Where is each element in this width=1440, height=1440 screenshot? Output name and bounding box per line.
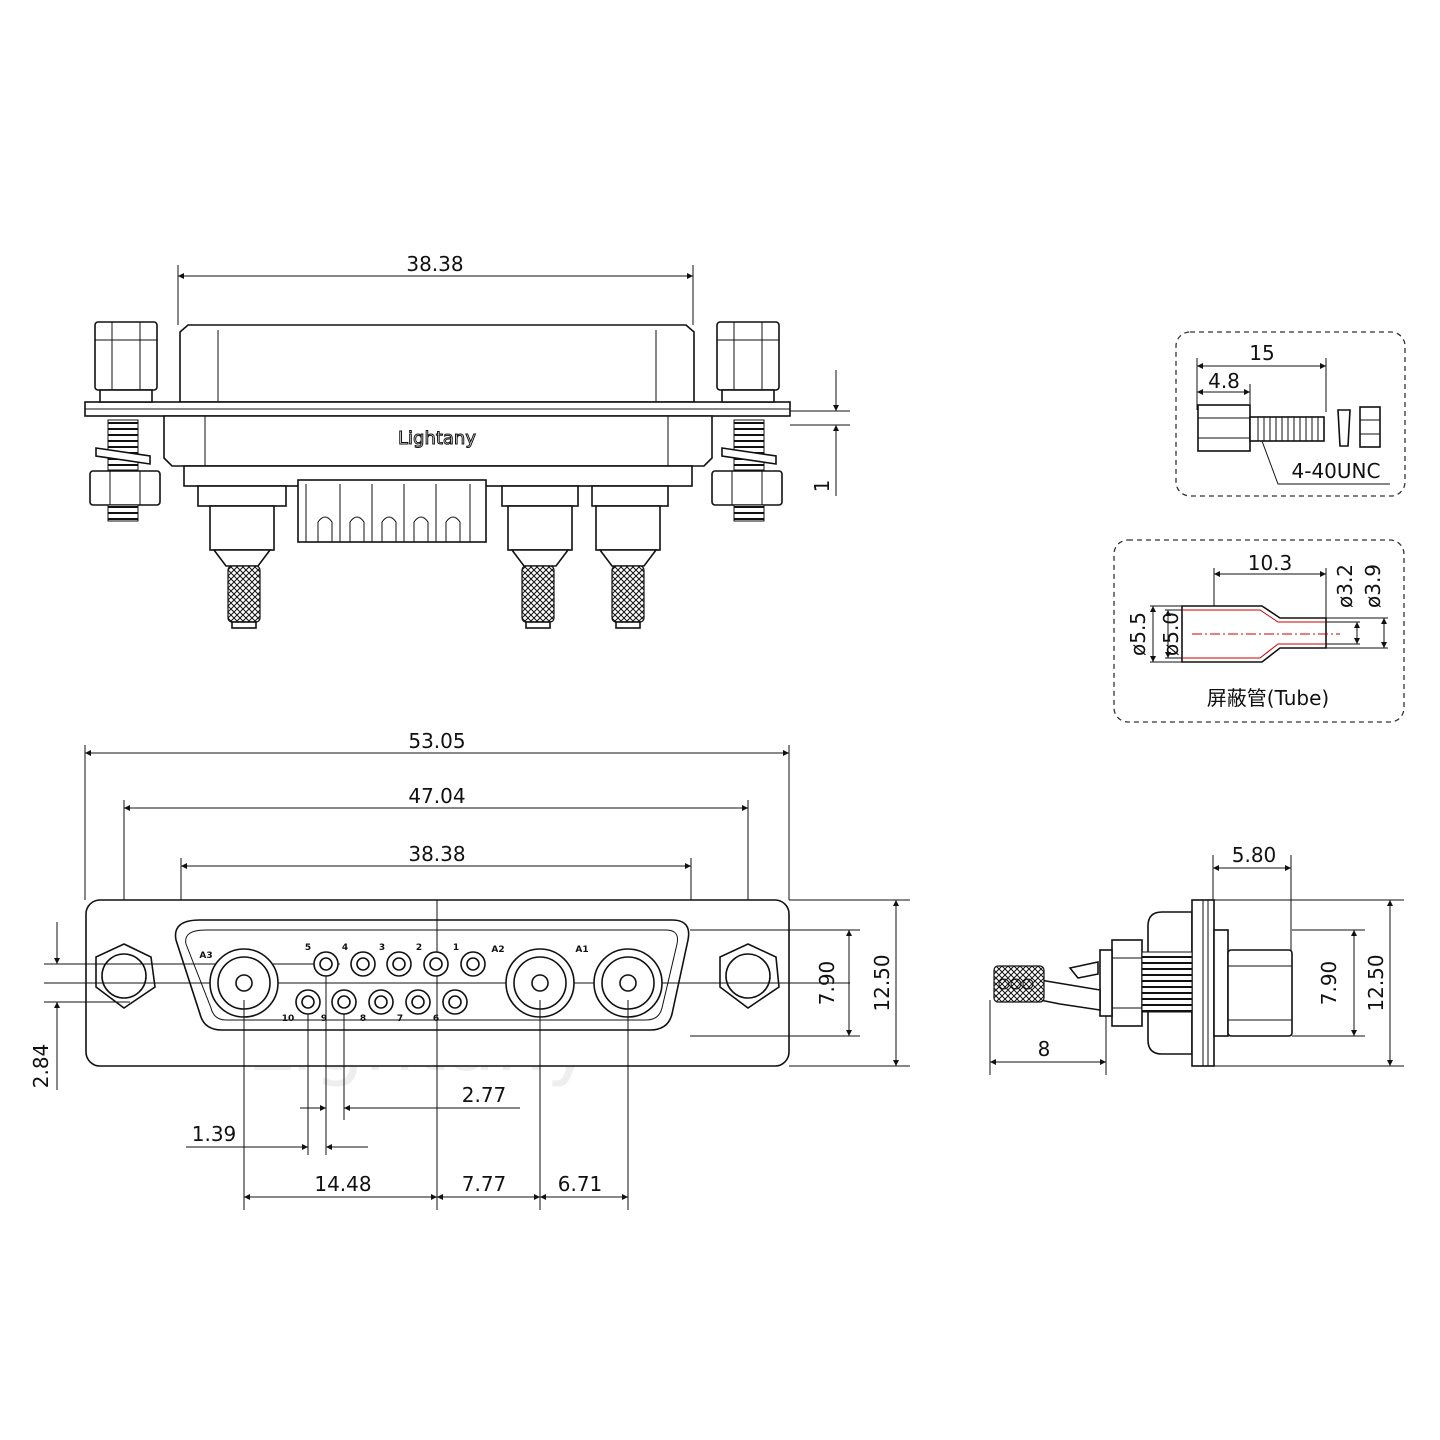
tube-caption: 屏蔽管(Tube)	[1207, 686, 1329, 710]
label-pin-5: 5	[305, 943, 311, 953]
label-a1: A1	[575, 945, 588, 955]
side-overall-height-dim: 12.50	[1364, 954, 1388, 1011]
label-pin-2: 2	[416, 943, 422, 953]
hole-offset-dim: 2.84	[29, 1044, 53, 1089]
screw-head-dim: 4.8	[1208, 369, 1240, 393]
label-pin-3: 3	[379, 943, 385, 953]
signal-pitch-dim: 2.77	[462, 1083, 507, 1107]
tube-outer-small-dim: ø3.9	[1361, 564, 1385, 608]
top-width-dim: 38.38	[406, 252, 463, 276]
coax-contact-a2	[501, 485, 579, 629]
front-view: Lightany 53.05 47.04 38.38	[29, 729, 910, 1210]
center-a2-dim: 7.77	[462, 1172, 507, 1196]
coax-cavity-a1	[593, 948, 663, 1018]
overall-width-dim: 53.05	[408, 729, 465, 753]
top-view: 38.38 Lightany	[84, 252, 850, 629]
pin-length-dim: 8	[1038, 1037, 1051, 1061]
label-pin-4: 4	[342, 943, 348, 953]
flange-thickness-dim: 1	[810, 480, 834, 493]
label-a3: A3	[199, 951, 212, 961]
coax-cavity-a3	[209, 948, 279, 1018]
screw-length-dim: 15	[1249, 341, 1274, 365]
label-pin-9: 9	[321, 1014, 327, 1024]
mount-hole-left	[95, 943, 156, 1009]
row-offset-dim: 1.39	[192, 1122, 237, 1146]
signal-pins	[295, 951, 486, 1015]
screw-detail: 15 4.8 4-40UNC	[1175, 331, 1406, 497]
a3-center-dim: 14.48	[314, 1172, 371, 1196]
tube-outer-large-dim: ø5.5	[1126, 612, 1150, 656]
coax-contact-a3	[197, 485, 287, 629]
tube-inner-large-dim: ø5.0	[1159, 612, 1183, 656]
label-a2: A2	[491, 945, 504, 955]
front-inner-height-dim: 7.90	[815, 961, 839, 1006]
label-pin-8: 8	[360, 1014, 366, 1024]
label-pin-6: 6	[433, 1014, 439, 1024]
tube-detail: 10.3 ø5.5 ø5.0 ø3.2 ø3.9 屏蔽管(Tube)	[1113, 539, 1405, 723]
label-pin-10: 10	[282, 1014, 295, 1024]
coax-contact-a1	[591, 485, 669, 629]
thread-label: 4-40UNC	[1292, 459, 1381, 483]
side-inner-height-dim: 7.90	[1317, 961, 1341, 1006]
tube-length-dim: 10.3	[1248, 551, 1293, 575]
label-pin-1: 1	[453, 943, 459, 953]
hole-spacing-dim: 47.04	[408, 784, 465, 808]
label-pin-7: 7	[397, 1014, 403, 1024]
a2-a1-dim: 6.71	[558, 1172, 603, 1196]
brand-logo: Lightany	[398, 428, 476, 449]
coax-cavity-a2	[505, 948, 575, 1018]
front-overall-height-dim: 12.50	[870, 954, 894, 1011]
tube-inner-small-dim: ø3.2	[1333, 564, 1357, 608]
mount-hole-right	[719, 943, 780, 1009]
side-flange-dim: 5.80	[1232, 843, 1277, 867]
side-view: 5.80 8 7.90 12.50	[989, 843, 1404, 1075]
shell-width-dim: 38.38	[408, 842, 465, 866]
